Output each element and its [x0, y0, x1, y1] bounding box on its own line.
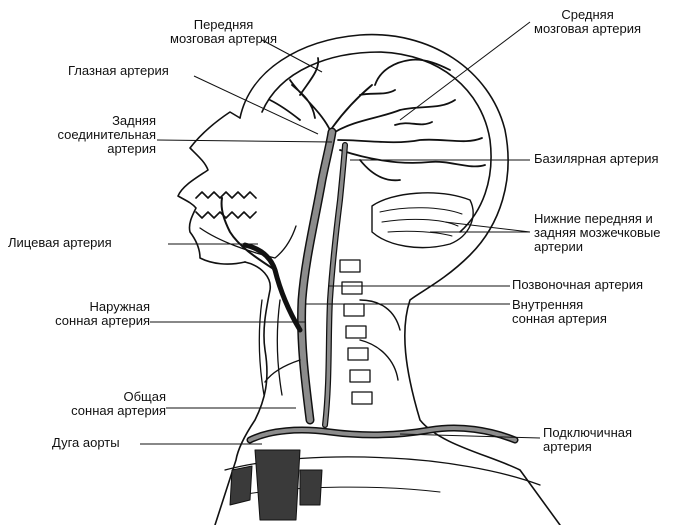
jaw-line	[214, 261, 271, 525]
label-facial-artery: Лицевая артерия	[8, 235, 112, 250]
sternum-shade	[254, 449, 301, 521]
label-ophthalmic-artery: Глазная артерия	[68, 63, 169, 78]
mandible	[199, 225, 297, 259]
label-aortic-arch: Дуга аорты	[52, 435, 120, 450]
label-common-carotid-artery: Общая сонная артерия	[71, 389, 166, 418]
skull-inner	[261, 51, 492, 233]
upper-teeth	[195, 191, 257, 199]
label-posterior-communicating-artery: Задняя соединительная артерия	[57, 113, 156, 156]
cerebral-branches	[269, 57, 486, 182]
label-subclavian-artery: Подключичная артерия	[543, 425, 633, 454]
leader-lines	[140, 21, 541, 445]
vertebrae	[339, 259, 373, 405]
facial-vessel	[220, 197, 276, 271]
head-outline	[239, 33, 561, 525]
label-external-carotid-artery: Наружная сонная артерия	[55, 299, 150, 328]
label-vertebral-artery: Позвоночная артерия	[512, 277, 644, 292]
label-middle-cerebral-artery: Средняя мозговая артерия	[534, 7, 642, 36]
face-profile	[177, 111, 246, 265]
larynx	[258, 299, 283, 396]
cerebellum	[371, 192, 474, 249]
label-anterior-cerebral-artery: Передняя мозговая артерия	[170, 17, 278, 46]
label-internal-carotid-artery: Внутренняя сонная артерия	[512, 297, 607, 326]
lower-teeth	[195, 211, 257, 219]
label-cerebellar-arteries: Нижние передняя и задняя мозжечковые арт…	[534, 211, 661, 254]
label-basilar-artery: Базилярная артерия	[534, 151, 659, 166]
